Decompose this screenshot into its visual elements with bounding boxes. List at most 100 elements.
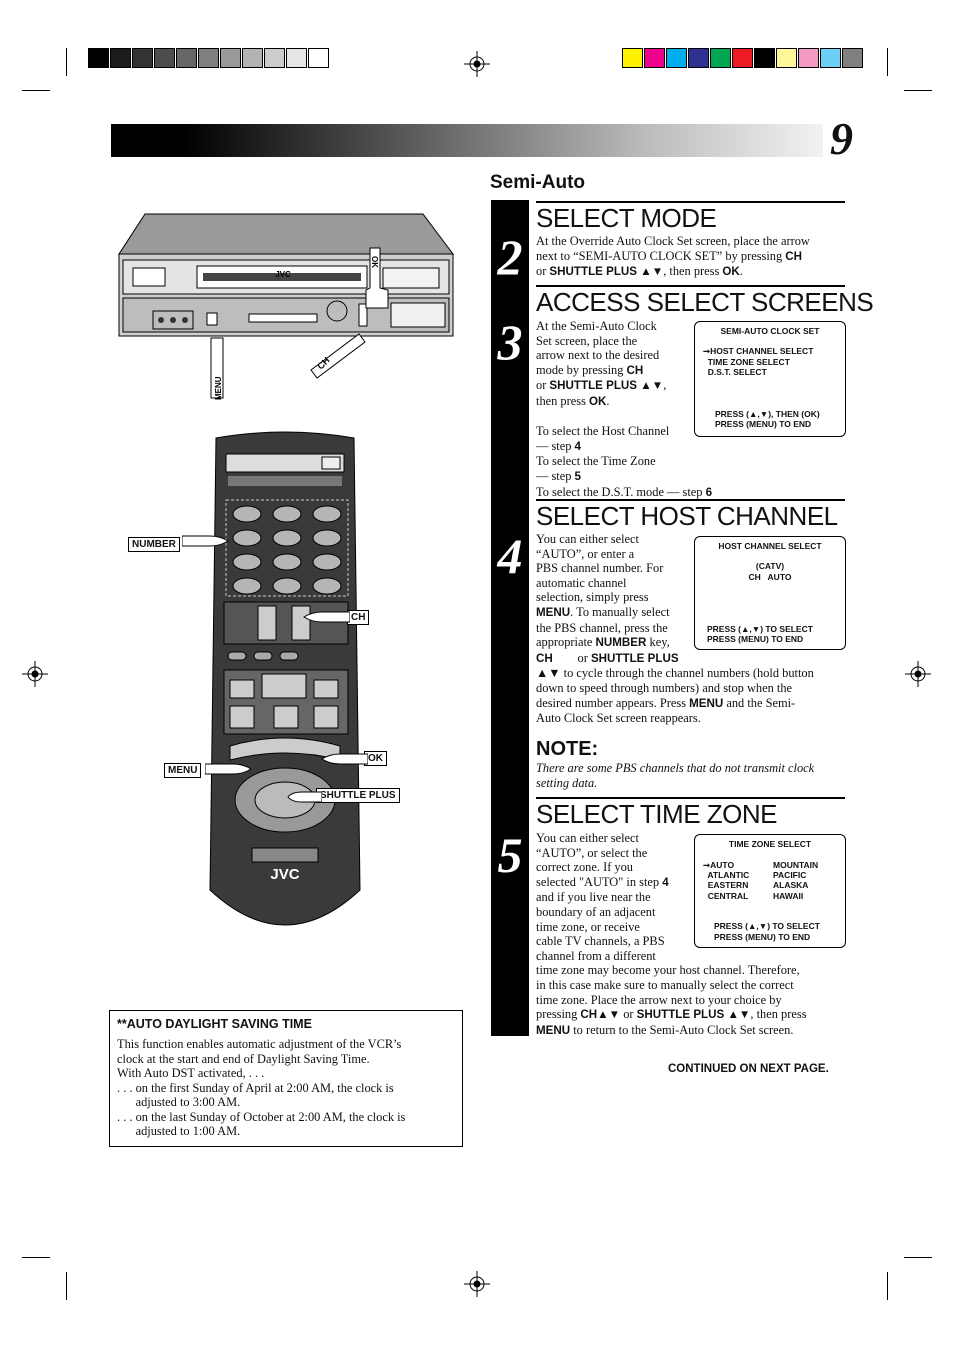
color-swatch <box>776 48 797 68</box>
crop-mark <box>887 48 888 76</box>
screen-line: TIME ZONE SELECT <box>728 839 812 849</box>
step-number: 5 <box>497 827 523 883</box>
body-line: You can either select <box>536 532 639 546</box>
pointing-hand-icon <box>303 611 350 623</box>
color-swatch <box>688 48 709 68</box>
color-swatch <box>754 48 775 68</box>
screen-line: EASTERN <box>703 880 749 890</box>
dst-line: This function enables automatic adjustme… <box>117 1037 402 1051</box>
color-swatch <box>622 48 643 68</box>
time-zone-select-screen: TIME ZONE SELECT ➞AUTO ATLANTIC EASTERN … <box>694 834 846 948</box>
heading-rule <box>536 201 845 203</box>
color-swatch <box>220 48 241 68</box>
crop-mark <box>22 90 50 91</box>
body-line: and if you live near the <box>536 890 651 905</box>
body-line: PBS channel number. For <box>536 561 664 576</box>
color-swatch <box>110 48 131 68</box>
color-swatch <box>132 48 153 68</box>
section-title: Semi-Auto <box>490 172 585 193</box>
remote-illustration: JVC <box>209 431 361 926</box>
pointing-hand-icon <box>321 753 368 765</box>
screen-line: (CATV) <box>755 561 785 571</box>
color-swatch <box>286 48 307 68</box>
body-line: in this case make sure to manually selec… <box>536 977 794 992</box>
step-heading: SELECT MODE <box>536 203 717 233</box>
auto-dst-info-box: **AUTO DAYLIGHT SAVING TIME This functio… <box>109 1010 463 1147</box>
body-line: then press OK. <box>536 393 610 408</box>
color-swatch <box>820 48 841 68</box>
step-number: 4 <box>497 528 523 584</box>
screen-line: MOUNTAIN <box>773 860 819 870</box>
body-line: next to “SEMI-AUTO CLOCK SET” by pressin… <box>536 248 803 263</box>
crop-mark <box>66 1272 67 1300</box>
screen-line: PRESS (▲,▼) TO SELECT <box>714 921 820 931</box>
body-line: selected "AUTO" in step 4 <box>536 874 669 889</box>
heading-rule <box>536 285 845 287</box>
body-line: pressing CH▲▼ or SHUTTLE PLUS ▲▼, then p… <box>536 1007 807 1022</box>
body-line: arrow next to the desired <box>536 348 660 363</box>
screen-line: CENTRAL <box>703 891 749 901</box>
body-line: or SHUTTLE PLUS ▲▼, <box>536 378 667 393</box>
semi-auto-clock-set-screen: SEMI-AUTO CLOCK SET ➞HOST CHANNEL SELECT… <box>694 321 846 437</box>
color-swatch <box>308 48 329 68</box>
pointing-hand-icon <box>182 535 229 547</box>
dst-title: **AUTO DAYLIGHT SAVING TIME <box>117 1017 312 1031</box>
crop-mark <box>904 1257 932 1258</box>
vcr-menu-label: MENU <box>214 376 223 400</box>
color-swatch <box>88 48 109 68</box>
crop-mark <box>904 90 932 91</box>
step-number-column <box>491 200 529 1036</box>
screen-line: HOST CHANNEL SELECT <box>718 541 822 551</box>
remote-ch-label: CH <box>347 610 370 625</box>
color-swatch <box>644 48 665 68</box>
dst-line: With Auto DST activated, . . . <box>117 1066 265 1080</box>
body-line: — step 4 <box>536 438 581 453</box>
screen-line: PACIFIC <box>773 870 807 880</box>
vcr-ok-label: OK <box>370 256 379 268</box>
body-line: At the Override Auto Clock Set screen, p… <box>536 234 810 248</box>
heading-rule <box>536 499 845 501</box>
color-swatch <box>710 48 731 68</box>
body-line: Auto Clock Set screen reappears. <box>536 711 701 726</box>
body-line: time zone may become your host channel. … <box>536 963 800 978</box>
pointing-hand-icon <box>287 791 322 803</box>
step-number: 3 <box>497 314 523 370</box>
body-line: down to speed through numbers) and stop … <box>536 680 793 695</box>
body-line: You can either select <box>536 831 639 845</box>
vcr-brand-logo: JVC <box>275 270 291 279</box>
color-swatch <box>242 48 263 68</box>
body-line: ▲▼ to cycle through the channel numbers … <box>536 666 814 681</box>
body-line: correct zone. If you <box>536 860 634 875</box>
crop-mark <box>22 1257 50 1258</box>
dst-line: . . . on the last Sunday of October at 2… <box>117 1110 406 1124</box>
body-line: channel from a different <box>536 948 656 963</box>
body-line: time zone. Place the arrow next to your … <box>536 992 782 1007</box>
body-line: automatic channel <box>536 575 627 590</box>
color-swatch <box>842 48 863 68</box>
body-line: time zone, or receive <box>536 919 640 934</box>
body-line: MENU. To manually select <box>536 604 670 619</box>
registration-mark-icon <box>464 51 490 77</box>
body-line: At the Semi-Auto Clock <box>536 319 657 333</box>
body-line: selection, simply press <box>536 590 649 605</box>
step-number: 2 <box>497 229 523 285</box>
body-line: or SHUTTLE PLUS ▲▼, then press OK. <box>536 264 743 279</box>
body-line: MENU to return to the Semi-Auto Clock Se… <box>536 1022 794 1037</box>
color-swatch <box>154 48 175 68</box>
screen-line: PRESS (MENU) TO END <box>715 419 812 429</box>
body-line: desired number appears. Press MENU and t… <box>536 695 796 710</box>
color-swatch <box>732 48 753 68</box>
body-line: To select the D.S.T. mode — step 6 <box>536 484 713 499</box>
step-heading: SELECT TIME ZONE <box>536 799 777 829</box>
note-heading: NOTE: <box>536 738 599 760</box>
screen-line: HAWAII <box>773 891 804 901</box>
dst-line: clock at the start and end of Daylight S… <box>117 1052 370 1066</box>
vcr-illustration: JVC OK CH MENU <box>118 213 454 400</box>
body-line: the PBS channel, press the <box>536 620 668 635</box>
crop-mark <box>66 48 67 76</box>
screen-line: ➞HOST CHANNEL SELECT <box>703 346 814 356</box>
color-swatch <box>264 48 285 68</box>
screen-line: PRESS (MENU) TO END <box>707 634 804 644</box>
